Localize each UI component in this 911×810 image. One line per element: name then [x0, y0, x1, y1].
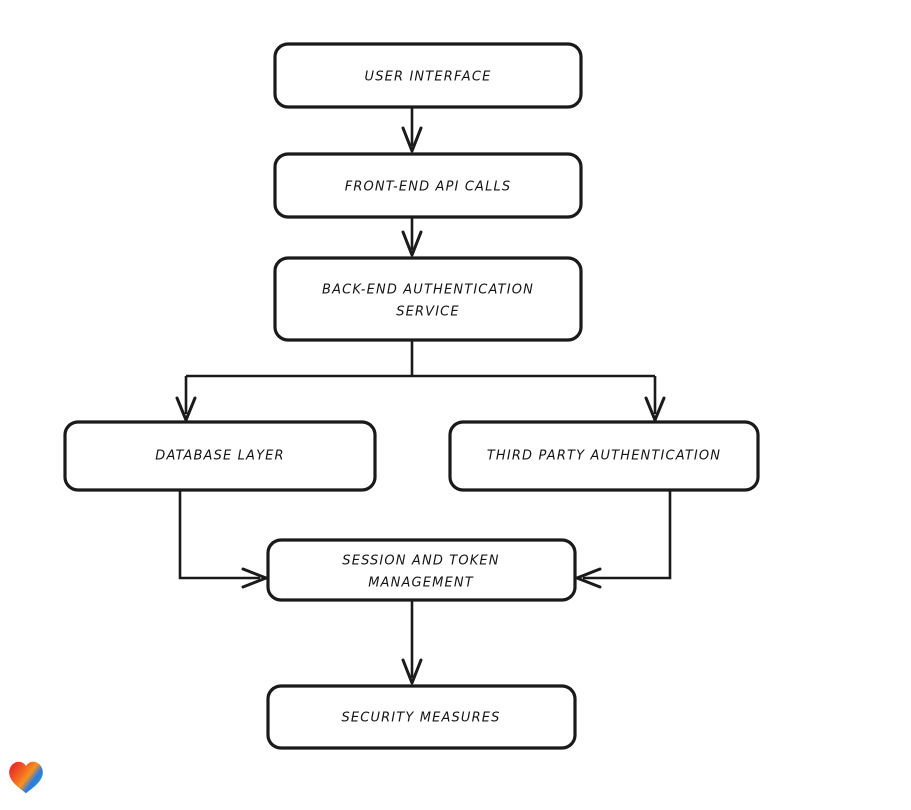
node-back-end-authentication-service-box[interactable]: [273, 256, 583, 342]
node-back-end-authentication-service-label-line1: BACK-END AUTHENTICATION: [322, 283, 534, 298]
edge-session-to-security: [401, 600, 423, 685]
edge-database-to-session: [178, 490, 268, 589]
node-session-and-token-management-label-line2: MANAGEMENT: [368, 576, 474, 591]
edge-backend-split-bus: [186, 340, 655, 378]
node-back-end-authentication-service-label-line2: SERVICE: [396, 305, 460, 320]
heart-icon-shape: [9, 761, 43, 794]
node-user-interface-label: USER INTERFACE: [365, 70, 492, 85]
node-database-layer-box[interactable]: [63, 420, 377, 492]
node-back-end-authentication-service[interactable]: BACK-END AUTHENTICATION SERVICE: [273, 256, 583, 342]
node-database-layer[interactable]: DATABASE LAYER: [63, 420, 377, 492]
node-session-and-token-management-box[interactable]: [266, 538, 577, 602]
node-user-interface[interactable]: USER INTERFACE: [273, 42, 583, 109]
edge-ui-to-api: [401, 107, 423, 153]
edge-backend-to-thirdparty: [644, 376, 666, 422]
edge-backend-to-database: [175, 376, 197, 422]
node-front-end-api-calls-label: FRONT-END API CALLS: [345, 180, 512, 195]
edge-api-to-backend: [401, 217, 423, 257]
node-front-end-api-calls[interactable]: FRONT-END API CALLS: [273, 152, 583, 219]
node-front-end-api-calls-box[interactable]: [273, 152, 583, 219]
node-session-and-token-management-label-line1: SESSION AND TOKEN: [342, 554, 499, 569]
node-security-measures[interactable]: SECURITY MEASURES: [266, 684, 577, 750]
node-database-layer-label: DATABASE LAYER: [155, 449, 284, 464]
node-user-interface-box[interactable]: [273, 42, 583, 109]
node-third-party-authentication-box[interactable]: [448, 420, 760, 492]
node-session-and-token-management[interactable]: SESSION AND TOKEN MANAGEMENT: [266, 538, 577, 602]
heart-icon[interactable]: [8, 760, 44, 794]
node-security-measures-box[interactable]: [266, 684, 577, 750]
node-third-party-authentication-label: THIRD PARTY AUTHENTICATION: [487, 449, 721, 464]
edge-thirdparty-to-session: [575, 490, 672, 589]
node-security-measures-label: SECURITY MEASURES: [341, 711, 500, 726]
node-third-party-authentication[interactable]: THIRD PARTY AUTHENTICATION: [448, 420, 760, 492]
